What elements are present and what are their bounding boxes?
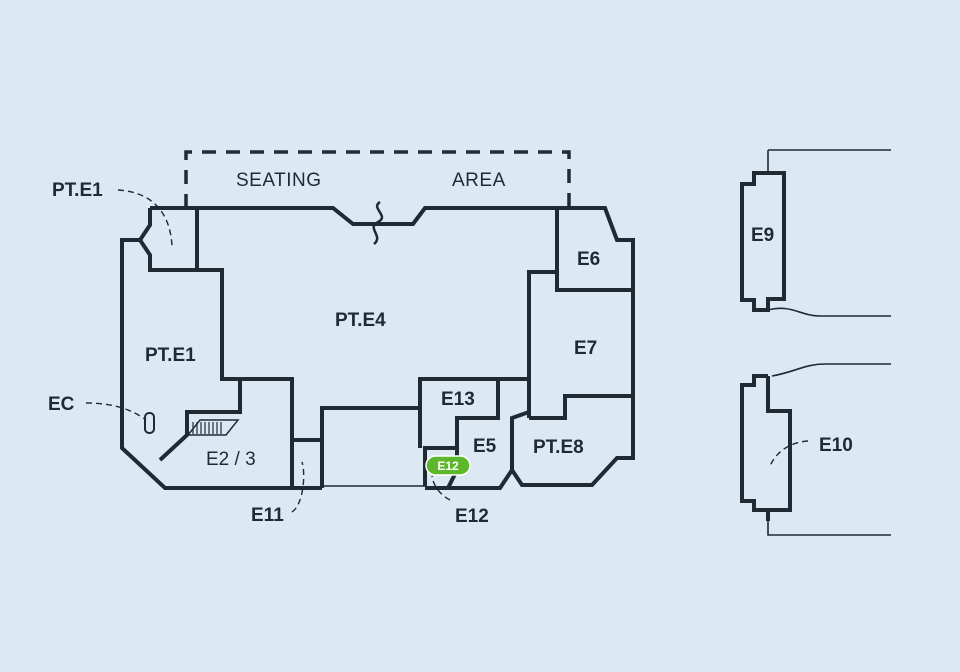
label-e12[interactable]: E12 (455, 506, 489, 527)
label-e7[interactable]: E7 (574, 338, 597, 359)
e5-wall (448, 410, 530, 490)
pt-e1-wall (138, 238, 242, 462)
stair-icon (186, 419, 240, 436)
label-pt-e4[interactable]: PT.E4 (335, 310, 386, 331)
e10-building (740, 363, 891, 536)
seating-label: SEATING (236, 170, 322, 191)
e2-3-wall (240, 377, 324, 488)
pt-e8-wall (510, 394, 635, 487)
e10-leader (769, 440, 809, 467)
pte1-top-leader (117, 189, 173, 247)
label-e2-3[interactable]: E2 / 3 (206, 449, 256, 470)
selected-room-badge-label: E12 (437, 459, 459, 473)
top-wall (150, 206, 558, 226)
seating-area-outline (184, 150, 571, 208)
label-pt-e8[interactable]: PT.E8 (533, 437, 584, 458)
label-pt-e1[interactable]: PT.E1 (145, 345, 196, 366)
label-e9[interactable]: E9 (751, 225, 774, 246)
selected-room-badge[interactable] (425, 455, 471, 476)
e9-building (740, 149, 891, 317)
e13-south-wall (423, 379, 500, 486)
label-e11[interactable]: E11 (251, 505, 284, 526)
area-label: AREA (452, 170, 506, 191)
ec-door-icon (144, 412, 155, 434)
west-outer-wall (120, 208, 322, 490)
break-symbol (372, 200, 384, 245)
label-e13[interactable]: E13 (441, 389, 475, 410)
e7-west-wall (527, 208, 559, 418)
label-e10[interactable]: E10 (819, 435, 853, 456)
e11-leader (291, 461, 305, 513)
label-e5[interactable]: E5 (473, 436, 497, 457)
selected-room-marker[interactable]: E12 (425, 455, 471, 476)
ec-leader (85, 402, 147, 421)
e12-leader (431, 475, 451, 501)
label-ec[interactable]: EC (48, 394, 75, 415)
label-pt-e1-top[interactable]: PT.E1 (52, 180, 103, 201)
e6-wall (555, 206, 635, 292)
main-building (120, 200, 635, 490)
label-e6[interactable]: E6 (577, 249, 600, 270)
